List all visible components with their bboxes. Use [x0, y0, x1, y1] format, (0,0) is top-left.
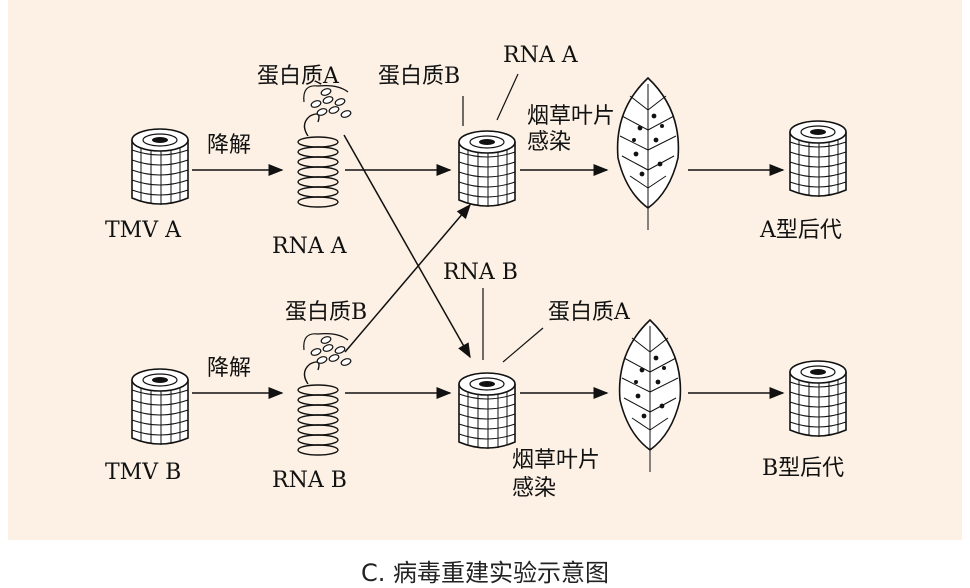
tmv-a-virus-icon	[131, 128, 189, 206]
offspring-a-virus-icon	[789, 120, 847, 198]
rna-a-coil-icon	[297, 113, 339, 208]
tobacco-leaf-2-icon	[618, 319, 682, 473]
degrade-label-top: 降解	[207, 133, 252, 158]
offspring-a-label: A型后代	[760, 218, 842, 243]
diagram-panel	[8, 0, 962, 540]
pointer-protein-a-bottom	[502, 327, 544, 363]
rna-b-label: RNA B	[272, 468, 347, 493]
infect-label-top-line1: 烟草叶片	[527, 104, 616, 129]
protein-b-label: 蛋白质B	[285, 300, 368, 325]
rna-a-recombined-label: RNA A	[503, 43, 578, 68]
protein-a-recombined-label: 蛋白质A	[548, 300, 630, 325]
infect-label-top-line2: 感染	[527, 130, 572, 155]
tmv-b-label: TMV B	[105, 460, 182, 485]
pointer-rna-a-top	[496, 73, 519, 121]
offspring-b-label: B型后代	[762, 456, 845, 481]
infect-label-bottom-line2: 感染	[512, 476, 557, 501]
recombined-virus-1-icon	[458, 130, 516, 208]
tobacco-leaf-1-icon	[616, 77, 680, 231]
rna-b-coil-icon	[297, 361, 339, 456]
rna-b-recombined-label: RNA B	[443, 260, 518, 285]
arrow-protein-b-cross	[344, 203, 471, 353]
recombined-virus-2-icon	[458, 372, 516, 450]
diagram-caption: C. 病毒重建实验示意图	[360, 559, 609, 587]
infect-label-bottom-line1: 烟草叶片	[512, 448, 601, 473]
degrade-label-bottom: 降解	[207, 356, 252, 381]
protein-b-recombined-label: 蛋白质B	[378, 64, 461, 89]
rna-a-label: RNA A	[272, 234, 347, 259]
tmv-b-virus-icon	[131, 368, 189, 446]
protein-a-subunits-icon	[303, 84, 353, 120]
protein-b-subunits-icon	[303, 333, 353, 368]
tmv-a-label: TMV A	[105, 218, 181, 243]
protein-a-label: 蛋白质A	[257, 64, 339, 89]
arrow-protein-a-cross	[343, 134, 471, 359]
offspring-b-virus-icon	[789, 360, 847, 438]
